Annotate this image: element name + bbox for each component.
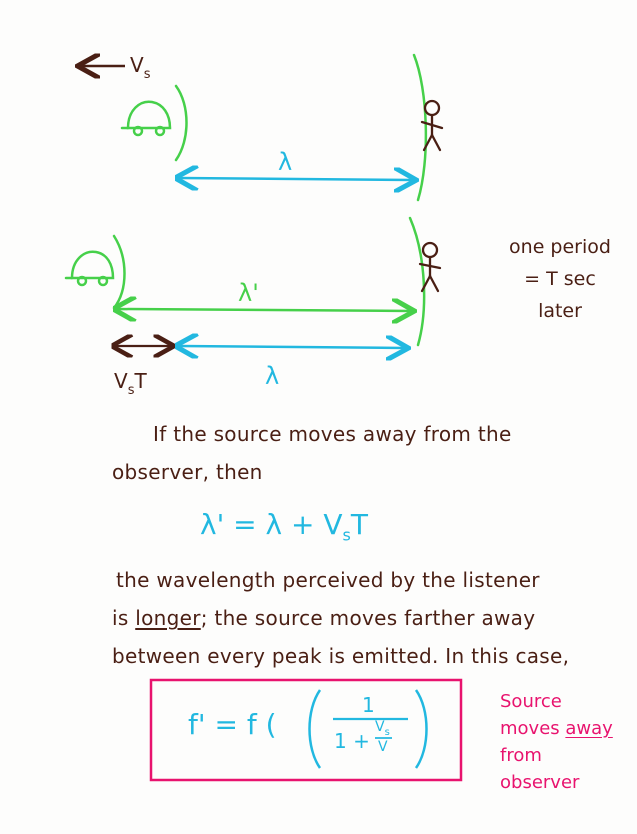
time-note-line: = T sec xyxy=(524,268,596,290)
wavefront xyxy=(112,234,126,310)
time-note-line: one period xyxy=(509,236,611,258)
observer-icon xyxy=(418,241,442,293)
text-run: is xyxy=(112,606,136,630)
text-run: ; the source moves farther away xyxy=(200,606,536,630)
side-note-line: moves away xyxy=(500,715,613,742)
wavefront xyxy=(412,53,428,202)
paragraph-line: If the source moves away from the xyxy=(153,422,512,446)
equation-body: λ' = λ + V xyxy=(200,508,343,541)
shifted-wavelength-arrow xyxy=(118,309,412,311)
time-note-line: later xyxy=(538,300,582,322)
side-note: Source moves away from observer xyxy=(500,688,613,796)
car-icon xyxy=(64,250,115,287)
emphasis-away: away xyxy=(565,718,613,739)
formula-v: V xyxy=(378,739,388,755)
paragraph-line: is longer; the source moves farther away xyxy=(112,606,535,630)
paren-left xyxy=(308,689,322,769)
wavelength-label: λ xyxy=(265,362,279,390)
side-note-line: from xyxy=(500,745,542,766)
formula-box xyxy=(149,678,463,782)
shifted-wavelength-label: λ' xyxy=(238,279,259,307)
formula-vs: Vs xyxy=(375,719,390,738)
car-icon xyxy=(120,100,172,137)
velocity-label: Vs xyxy=(130,53,151,82)
formula-vs-main: V xyxy=(375,719,385,735)
side-note-line: observer xyxy=(500,772,580,793)
equation-sub: s xyxy=(342,525,351,545)
text-run: moves xyxy=(500,718,566,739)
paren-right xyxy=(414,689,428,769)
formula-vs-sub: s xyxy=(384,726,390,738)
equation-end: T xyxy=(350,508,368,541)
formula-denominator: 1 + xyxy=(334,729,370,753)
paragraph-line: the wavelength perceived by the listener xyxy=(116,568,540,592)
emphasis-longer: longer xyxy=(135,606,201,630)
formula-lhs: f' = f ( xyxy=(188,708,277,741)
observer-icon xyxy=(420,99,444,152)
equation: λ' = λ + VsT xyxy=(200,508,368,545)
side-note-line: Source xyxy=(500,691,562,712)
wavefront xyxy=(174,84,188,162)
wavelength-arrow xyxy=(180,346,406,348)
time-note: one period = T sec later xyxy=(505,236,615,322)
wavelength-arrow xyxy=(180,178,414,180)
paragraph-line: between every peak is emitted. In this c… xyxy=(112,644,570,668)
wavelength-label: λ xyxy=(278,148,292,176)
paragraph-line: observer, then xyxy=(112,460,263,484)
displacement-label: VsT xyxy=(114,369,147,398)
wavefront xyxy=(408,216,426,347)
formula-numerator: 1 xyxy=(362,693,375,717)
